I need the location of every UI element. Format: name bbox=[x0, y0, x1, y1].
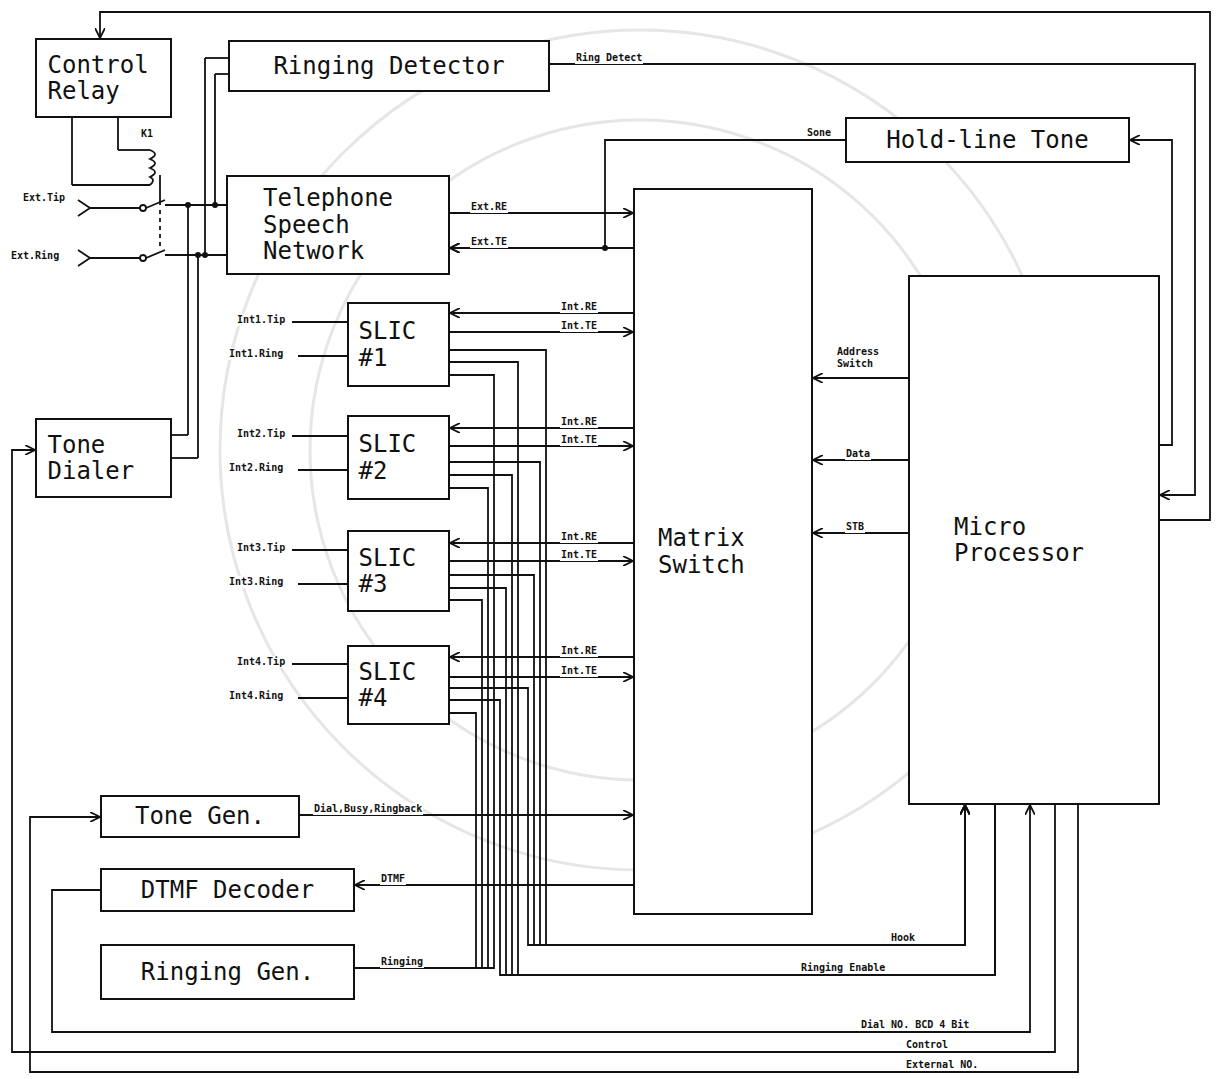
signal-label: Int3.Ring bbox=[228, 576, 284, 588]
signal-label: Int2.Ring bbox=[228, 462, 284, 474]
signal-wire bbox=[450, 445, 633, 447]
signal-label: Int1.Ring bbox=[228, 348, 284, 360]
block-title: DTMF Decoder bbox=[141, 877, 314, 903]
signal-label: Int.TE bbox=[560, 320, 598, 332]
block-box: SLIC #2 bbox=[347, 415, 450, 500]
block-box: SLIC #4 bbox=[347, 645, 450, 725]
block-title: Telephone Speech Network bbox=[263, 185, 413, 264]
block-box: DTMF Decoder bbox=[100, 868, 355, 912]
block-title: Tone Dialer bbox=[48, 432, 160, 485]
signal-label: Ext.TE bbox=[470, 236, 508, 248]
block-title: Ringing Gen. bbox=[141, 959, 314, 985]
signal-label: Control bbox=[905, 1039, 949, 1051]
signal-wire bbox=[450, 312, 633, 314]
signal-wire bbox=[450, 676, 633, 678]
signal-label: Ringing Enable bbox=[800, 962, 886, 974]
signal-wire bbox=[450, 331, 633, 333]
block-title: SLIC #4 bbox=[359, 659, 439, 712]
signal-label: External NO. bbox=[905, 1059, 979, 1071]
signal-label: Ext.Tip bbox=[22, 192, 66, 204]
signal-label: Ext.Ring bbox=[10, 250, 60, 262]
signal-label: K1 bbox=[140, 128, 154, 140]
signal-wire bbox=[355, 713, 476, 968]
signal-label: Int4.Tip bbox=[236, 656, 286, 668]
block-box: Matrix Switch bbox=[633, 188, 813, 915]
signal-label: Int.RE bbox=[560, 531, 598, 543]
signal-label: Int.RE bbox=[560, 301, 598, 313]
signal-wire bbox=[450, 656, 633, 658]
signal-label: STB bbox=[845, 521, 865, 533]
block-title: Control Relay bbox=[48, 52, 160, 105]
block-box: SLIC #1 bbox=[347, 302, 450, 387]
signal-label: DTMF bbox=[380, 873, 406, 885]
signal-label: Hook bbox=[890, 932, 916, 944]
signal-wire bbox=[450, 560, 633, 562]
signal-label: Int.RE bbox=[560, 416, 598, 428]
signal-label: Int.TE bbox=[560, 665, 598, 677]
block-box: Micro Processor bbox=[908, 275, 1160, 805]
signal-label: Ext.RE bbox=[470, 201, 508, 213]
signal-wire bbox=[52, 805, 1030, 1032]
block-box: Ringing Gen. bbox=[100, 944, 355, 1000]
signal-label: Dial NO. BCD 4 Bit bbox=[860, 1019, 970, 1031]
signal-label: Int.TE bbox=[560, 549, 598, 561]
block-box: Tone Dialer bbox=[35, 418, 172, 498]
line-wiring bbox=[72, 58, 347, 698]
block-title: SLIC #1 bbox=[359, 318, 439, 371]
block-title: Micro Processor bbox=[954, 514, 1114, 567]
block-box: SLIC #3 bbox=[347, 530, 450, 612]
signal-label: Data bbox=[845, 448, 871, 460]
block-title: Matrix Switch bbox=[658, 525, 788, 578]
signal-wire bbox=[450, 427, 633, 429]
block-title: SLIC #3 bbox=[359, 545, 439, 598]
block-title: Hold-line Tone bbox=[886, 127, 1088, 153]
block-box: Hold-line Tone bbox=[845, 117, 1130, 163]
block-title: Ringing Detector bbox=[273, 53, 504, 79]
block-title: Tone Gen. bbox=[135, 803, 265, 829]
signal-label: Int1.Tip bbox=[236, 314, 286, 326]
signal-wire bbox=[813, 377, 908, 379]
block-box: Ringing Detector bbox=[228, 40, 550, 92]
signal-label: Int2.Tip bbox=[236, 428, 286, 440]
signal-label: Ring Detect bbox=[575, 52, 643, 64]
signal-wire bbox=[12, 450, 1055, 1052]
signal-label: Address Switch bbox=[836, 346, 898, 369]
signal-label: Int.RE bbox=[560, 645, 598, 657]
signal-label: Dial,Busy,Ringback bbox=[313, 803, 423, 815]
signal-label: Int.TE bbox=[560, 434, 598, 446]
block-box: Telephone Speech Network bbox=[226, 175, 450, 275]
signal-label: Int4.Ring bbox=[228, 690, 284, 702]
signal-label: Int3.Tip bbox=[236, 542, 286, 554]
signal-wire bbox=[30, 805, 1078, 1072]
block-title: SLIC #2 bbox=[359, 431, 439, 484]
signal-wire bbox=[450, 542, 633, 544]
signal-label: Ringing bbox=[380, 956, 424, 968]
signal-label: Sone bbox=[806, 127, 832, 139]
block-box: Control Relay bbox=[35, 38, 172, 118]
block-box: Tone Gen. bbox=[100, 795, 300, 838]
